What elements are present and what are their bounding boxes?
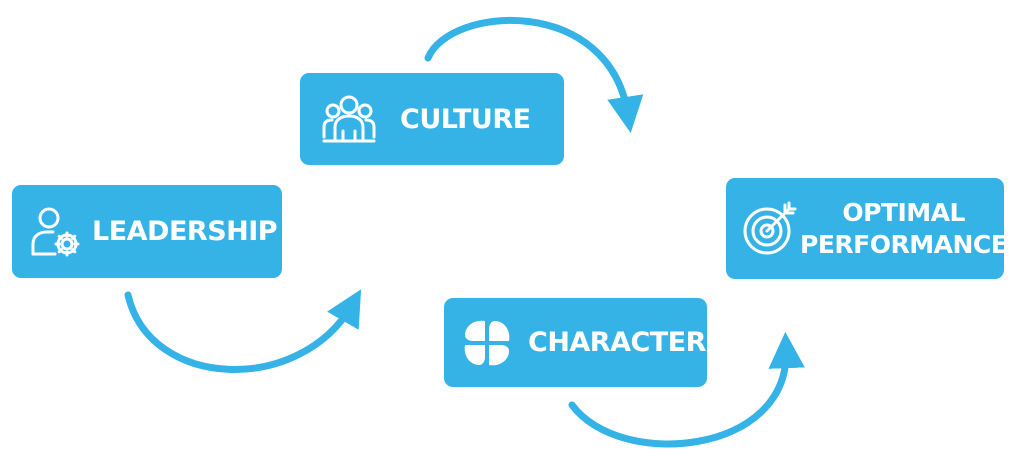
step-label-culture: CULTURE: [400, 103, 531, 135]
step-culture: CULTURE: [300, 73, 564, 165]
arrow-character-to-optimal: [568, 331, 805, 448]
person-gear-icon: [26, 203, 84, 261]
step-label-optimal-performance: OPTIMAL PERFORMANCE: [800, 197, 1008, 261]
target-arrow-icon: [740, 200, 798, 258]
step-label-optimal-line-2: PERFORMANCE: [800, 229, 1008, 259]
arrow-culture-to-character: [424, 16, 644, 133]
group-people-icon: [320, 90, 378, 148]
four-petal-icon: [458, 314, 516, 372]
arrow-leadership-to-culture: [124, 289, 362, 373]
step-optimal-performance: OPTIMAL PERFORMANCE: [726, 178, 1008, 279]
step-leadership: LEADERSHIP: [12, 185, 282, 278]
step-character: CHARACTER: [444, 298, 707, 387]
step-label-character: CHARACTER: [528, 327, 706, 358]
step-label-optimal-line-1: OPTIMAL: [842, 197, 965, 227]
step-label-leadership: LEADERSHIP: [92, 216, 278, 247]
